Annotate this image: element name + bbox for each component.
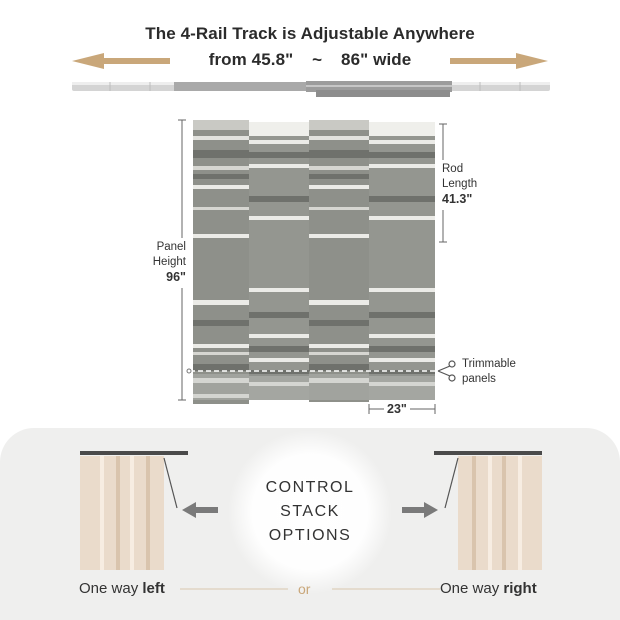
control-line-3: OPTIONS (268, 527, 352, 544)
rod-length-text-2: Length (442, 178, 478, 190)
rod-length-text: Rod (442, 163, 464, 175)
trim-label: Trimmable panels (462, 357, 516, 387)
arrow-right-icon (450, 53, 548, 69)
option-right-bold: right (503, 580, 537, 597)
option-left-caption: One way left (79, 580, 165, 597)
panel-height-value: 96" (166, 270, 186, 284)
max-width: 86" wide (341, 50, 412, 69)
scissors-icon (437, 360, 456, 382)
control-line-1: CONTROL (265, 479, 355, 496)
panel-width-label: 23" (384, 402, 410, 418)
panel-height-text: Panel (156, 241, 186, 253)
rod-length-label: Rod Length 41.3" (441, 160, 479, 210)
option-left-prefix: One way (79, 580, 143, 597)
stack-left-icon (80, 451, 188, 570)
panel-height-label: Panel Height 96" (140, 238, 186, 288)
arrow-left-gray-icon (182, 502, 218, 518)
width-range: from 45.8" ~ 86" wide (0, 50, 620, 70)
rod-length-value: 41.3" (442, 192, 473, 206)
panel-4 (369, 122, 435, 400)
trim-text: Trimmable (462, 358, 516, 370)
panel-height-value-wrap: 96" (140, 270, 186, 286)
panel-height-text-2: Height (152, 256, 186, 268)
center-glow (228, 430, 392, 594)
track-illustration (72, 53, 550, 97)
trim-text-2: panels (462, 373, 496, 385)
rail-track-icon (72, 81, 550, 97)
or-label: or (298, 581, 311, 597)
trim-line (186, 368, 436, 374)
range-separator: ~ (312, 50, 323, 69)
option-right-caption: One way right (440, 580, 537, 597)
min-width: from 45.8" (208, 50, 294, 69)
control-stack-options: CONTROL STACK OPTIONS (240, 476, 380, 548)
panel-illustration (178, 119, 456, 414)
stack-right-icon (434, 451, 542, 570)
panel-3 (309, 120, 369, 402)
rod-length-value-wrap: 41.3" (442, 192, 477, 208)
headline: The 4-Rail Track is Adjustable Anywhere (145, 24, 475, 43)
option-right-prefix: One way (440, 580, 504, 597)
stack-illustrations (80, 430, 542, 594)
option-left-bold: left (142, 580, 165, 597)
arrow-right-gray-icon (402, 502, 438, 518)
panel-2 (249, 122, 309, 400)
panel-width-value: 23" (387, 402, 407, 416)
control-line-2: STACK (280, 503, 340, 520)
arrow-left-icon (72, 53, 170, 69)
panel-1 (193, 120, 249, 404)
